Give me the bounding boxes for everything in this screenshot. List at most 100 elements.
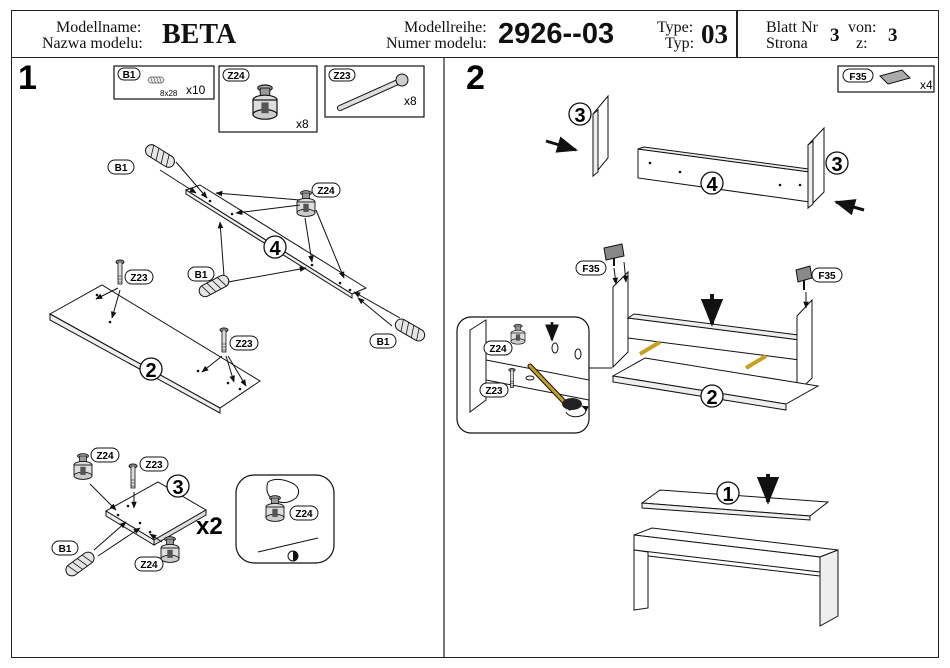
panel-number-2-step2: 2 (700, 384, 724, 409)
dowel-right (392, 316, 428, 344)
svg-text:Z24: Z24 (96, 451, 114, 462)
model-number: 2926--03 (498, 18, 615, 50)
svg-text:Z24: Z24 (489, 344, 507, 355)
of-label-de: von: (848, 19, 877, 36)
cam-lock-top (296, 190, 316, 217)
callout-z23-right: Z23 (229, 335, 259, 351)
cam-bolt-icon (337, 73, 409, 111)
svg-text:1: 1 (722, 484, 733, 506)
callout-z24-step2: Z24 (483, 340, 513, 356)
part-qty-f35: x4 (920, 78, 933, 92)
of-label-pl: z: (856, 35, 868, 52)
panel-3-side (105, 481, 207, 546)
push-arrow-right (833, 199, 865, 216)
callout-b1-small: B1 (51, 540, 79, 556)
part-code-z24: Z24 (227, 71, 245, 82)
svg-text:2: 2 (706, 387, 717, 409)
callout-f35-right: F35 (811, 267, 843, 283)
panel-number-4-step1: 4 (263, 235, 287, 260)
panel-number-3-left: 3 (568, 102, 592, 127)
svg-text:F35: F35 (582, 264, 600, 275)
svg-text:2: 2 (145, 360, 156, 382)
glide-right (795, 265, 813, 290)
panel-number-3-right: 3 (825, 151, 849, 176)
model-series-label-de: Modellreihe: (404, 19, 487, 36)
part-box-b1: B1 8x28 x10 (113, 65, 215, 100)
part-box-z24: Z24 x8 (218, 65, 318, 133)
callout-z24-detail: Z24 (295, 509, 313, 520)
svg-text:Z23: Z23 (145, 460, 163, 471)
assembled-frame (611, 270, 820, 411)
side-panel-3-left (592, 94, 609, 178)
callout-z23-step2: Z23 (479, 382, 509, 398)
model-series-label-pl: Numer modelu: (386, 35, 487, 52)
callout-z23-small: Z23 (139, 456, 169, 472)
svg-text:Z23: Z23 (485, 386, 503, 397)
push-arrow-left (545, 136, 579, 153)
top-board-1 (640, 489, 830, 521)
callout-b1-right: B1 (369, 333, 397, 349)
bolt-small (128, 463, 138, 489)
type-label-de: Type: (657, 19, 694, 36)
callout-z24-small-right: Z24 (134, 556, 164, 572)
glide-left (603, 243, 625, 266)
cam-lock-small-left (73, 453, 93, 480)
of-value: 3 (888, 25, 898, 46)
part-code-z23: Z23 (333, 71, 351, 82)
svg-text:Z24: Z24 (317, 186, 335, 197)
callout-z23-left: Z23 (124, 269, 154, 285)
part-code-f35: F35 (849, 72, 867, 83)
panel-2-board (48, 284, 261, 414)
model-name-label-pl: Nazwa modelu: (42, 35, 143, 52)
part-size-b1: 8x28 (160, 89, 178, 98)
sheet-value: 3 (830, 25, 840, 46)
instruction-sheet: Modellname: Nazwa modelu: BETA Modellrei… (11, 10, 939, 658)
callout-b1-top: B1 (107, 159, 135, 175)
model-name: BETA (162, 19, 237, 50)
svg-text:3: 3 (574, 105, 585, 127)
part-code-b1: B1 (123, 70, 136, 81)
step-2-number: 2 (466, 59, 485, 97)
part-box-f35: F35 x4 (837, 65, 935, 93)
type-label-pl: Typ: (665, 35, 695, 52)
svg-text:4: 4 (269, 238, 281, 260)
callout-f35-left: F35 (575, 260, 607, 276)
dowel-icon (147, 76, 165, 84)
part-qty-z24: x8 (296, 117, 309, 131)
svg-text:3: 3 (831, 154, 842, 176)
finished-bench (633, 527, 839, 627)
svg-text:Z24: Z24 (140, 560, 158, 571)
detail-bubble-cam-turn: Z24 (235, 474, 335, 564)
callout-b1-mid: B1 (187, 266, 215, 282)
dowel-top-left (142, 141, 178, 171)
header-bar: Modellname: Nazwa modelu: BETA Modellrei… (12, 11, 938, 58)
panel-number-2-step1: 2 (139, 357, 163, 382)
svg-text:Z23: Z23 (130, 273, 148, 284)
panel-number-3-step1: 3 (166, 474, 190, 499)
svg-text:3: 3 (172, 477, 183, 499)
sheet-label-de: Blatt Nr (766, 19, 818, 36)
svg-text:4: 4 (706, 174, 718, 196)
bolt-right (219, 327, 229, 353)
callout-z24-small-left: Z24 (90, 447, 120, 463)
svg-text:B1: B1 (195, 270, 208, 281)
model-name-label-de: Modellname: (56, 19, 142, 36)
panel-number-4-step2: 4 (700, 171, 724, 196)
arrows-glides (612, 261, 809, 309)
back-panel-4 (637, 146, 817, 203)
svg-text:B1: B1 (59, 544, 72, 555)
side-panel-3-right (807, 126, 825, 210)
svg-text:Z23: Z23 (235, 339, 253, 350)
panel-number-1: 1 (716, 481, 740, 506)
part-qty-z23: x8 (404, 94, 417, 108)
svg-text:F35: F35 (818, 271, 836, 282)
arrows-step1-beam (159, 161, 401, 327)
detail-zoom-fitting (456, 316, 612, 434)
repeat-multiplier: x2 (196, 513, 223, 540)
cam-lock-small-right (160, 536, 180, 563)
callout-z24-top: Z24 (311, 182, 341, 198)
glide-foot-icon (879, 69, 911, 85)
svg-text:B1: B1 (115, 163, 128, 174)
part-qty-b1: x10 (186, 83, 206, 97)
arrows-step1-board (95, 287, 247, 387)
